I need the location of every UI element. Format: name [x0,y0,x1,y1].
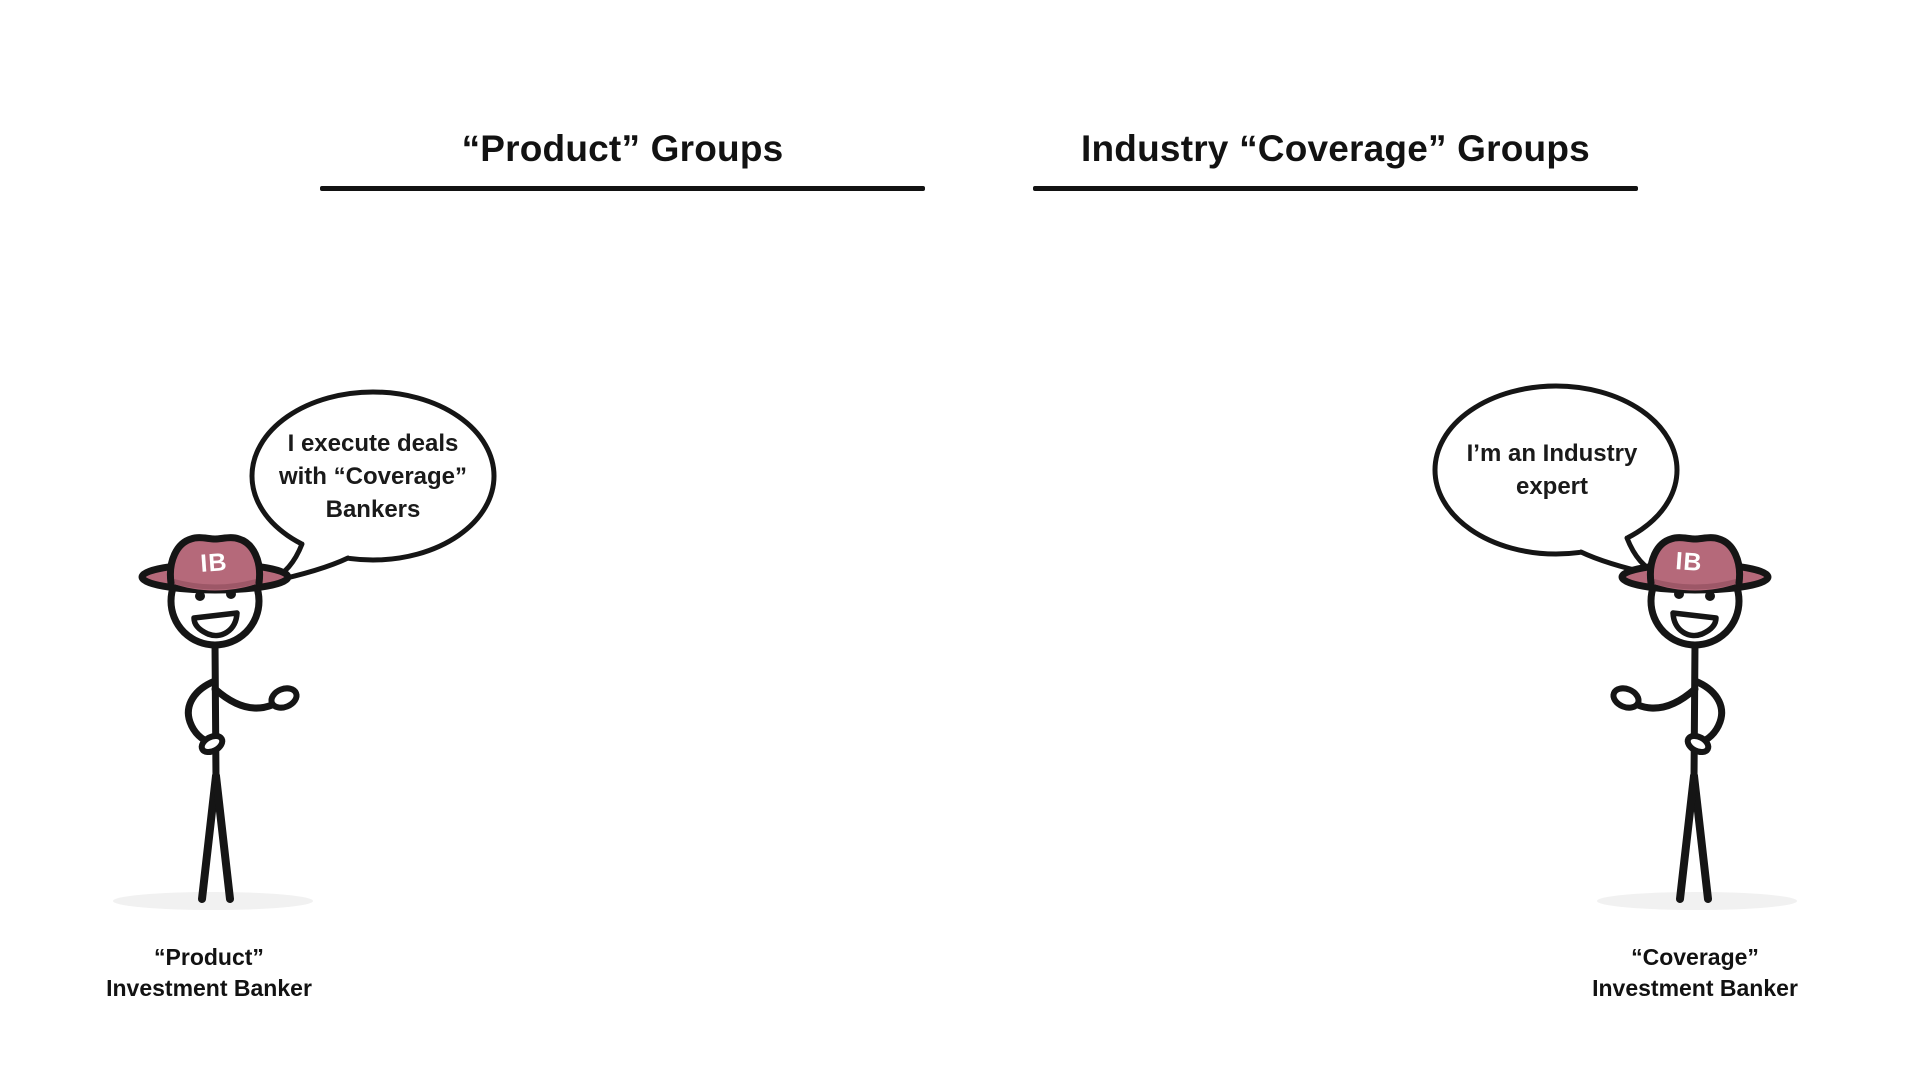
product-groups-underline [320,186,925,191]
product-banker-figure [105,533,325,923]
caption-line: “Product” [154,944,264,970]
product-banker-speech-text: I execute deals with “Coverage” Bankers [255,427,491,526]
coverage-groups-heading: Industry “Coverage” Groups [1081,128,1590,169]
coverage-banker-hat-ib-label: IB [1674,547,1704,577]
product-groups-heading: “Product” Groups [461,128,784,169]
coverage-groups-underline [1033,186,1638,191]
speech-line: I execute deals [287,430,459,457]
speech-line: Bankers [325,496,421,523]
coverage-banker-speech-text: I’m an Industry expert [1434,437,1670,503]
speech-line: expert [1515,473,1589,500]
caption-line: “Coverage” [1631,944,1759,970]
speech-line: with “Coverage” [278,463,468,490]
caption-line: Investment Banker [106,975,312,1001]
speech-line: I’m an Industry [1466,440,1638,467]
coverage-banker-figure [1585,533,1805,923]
product-banker-hat-ib-label: IB [199,548,229,578]
caption-line: Investment Banker [1592,975,1798,1001]
product-banker-caption: “Product” Investment Banker [59,942,359,1004]
coverage-banker-caption: “Coverage” Investment Banker [1545,942,1845,1004]
